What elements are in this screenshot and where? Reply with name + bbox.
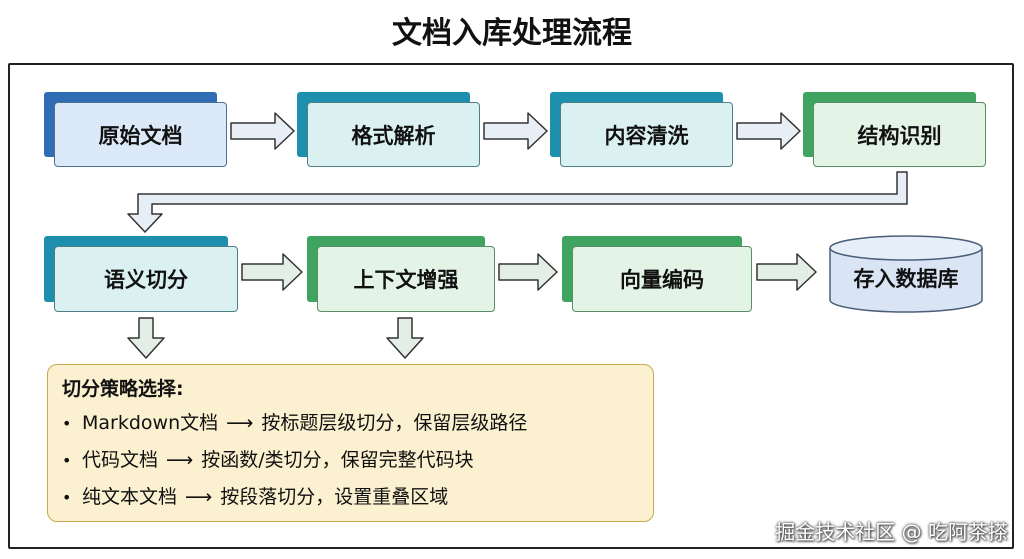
node-vector-encode: 向量编码 [562, 236, 752, 312]
long-arrow-icon: ⟶ [166, 449, 194, 471]
node-semantic-chunk: 语义切分 [44, 236, 238, 312]
elbow-arrow-icon [127, 171, 908, 233]
arrow-down-icon [127, 317, 165, 359]
database-icon [829, 235, 983, 313]
strategy-source: Markdown文档 [82, 412, 219, 434]
strategy-rule: 按段落切分，设置重叠区域 [220, 486, 449, 508]
node-context-enhance-label: 上下文增强 [317, 246, 495, 312]
long-arrow-icon: ⟶ [226, 412, 254, 434]
arrow-down-icon [386, 317, 424, 359]
watermark: 掘金技术社区 @ 吃阿茶搽 [775, 520, 1008, 544]
arrow-right-icon [241, 253, 303, 291]
strategy-item: • Markdown文档 ⟶ 按标题层级切分，保留层级路径 [62, 405, 639, 442]
arrow-right-icon [498, 253, 558, 291]
strategy-item: • 代码文档 ⟶ 按函数/类切分，保留完整代码块 [62, 442, 639, 479]
strategy-source: 纯文本文档 [82, 486, 178, 508]
long-arrow-icon: ⟶ [185, 486, 213, 508]
arrow-right-icon [756, 253, 817, 291]
node-structure-recognize: 结构识别 [803, 92, 986, 167]
strategy-heading: 切分策略选择: [62, 378, 184, 400]
bullet-icon: • [62, 451, 72, 470]
diagram-frame [8, 63, 1014, 549]
node-context-enhance: 上下文增强 [307, 236, 495, 312]
strategy-source: 代码文档 [82, 449, 159, 471]
node-structure-recognize-label: 结构识别 [813, 102, 986, 167]
bullet-icon: • [62, 488, 72, 507]
diagram-title: 文档入库处理流程 [392, 16, 632, 51]
strategy-rule: 按函数/类切分，保留完整代码块 [201, 449, 474, 471]
node-content-clean-label: 内容清洗 [560, 102, 733, 167]
node-vector-encode-label: 向量编码 [572, 246, 752, 312]
node-format-parse-label: 格式解析 [307, 102, 480, 167]
arrow-right-icon [736, 112, 801, 150]
node-raw-doc-label: 原始文档 [54, 102, 227, 167]
strategy-item: • 纯文本文档 ⟶ 按段落切分，设置重叠区域 [62, 479, 639, 516]
node-raw-doc: 原始文档 [44, 92, 227, 167]
node-content-clean: 内容清洗 [550, 92, 733, 167]
bullet-icon: • [62, 414, 72, 433]
strategy-rule: 按标题层级切分，保留层级路径 [261, 412, 528, 434]
chunk-strategy-box: 切分策略选择: • Markdown文档 ⟶ 按标题层级切分，保留层级路径 • … [47, 364, 654, 522]
node-store-db-label: 存入数据库 [853, 267, 959, 291]
arrow-right-icon [483, 112, 548, 150]
node-format-parse: 格式解析 [297, 92, 480, 167]
arrow-right-icon [230, 112, 295, 150]
node-semantic-chunk-label: 语义切分 [54, 246, 238, 312]
